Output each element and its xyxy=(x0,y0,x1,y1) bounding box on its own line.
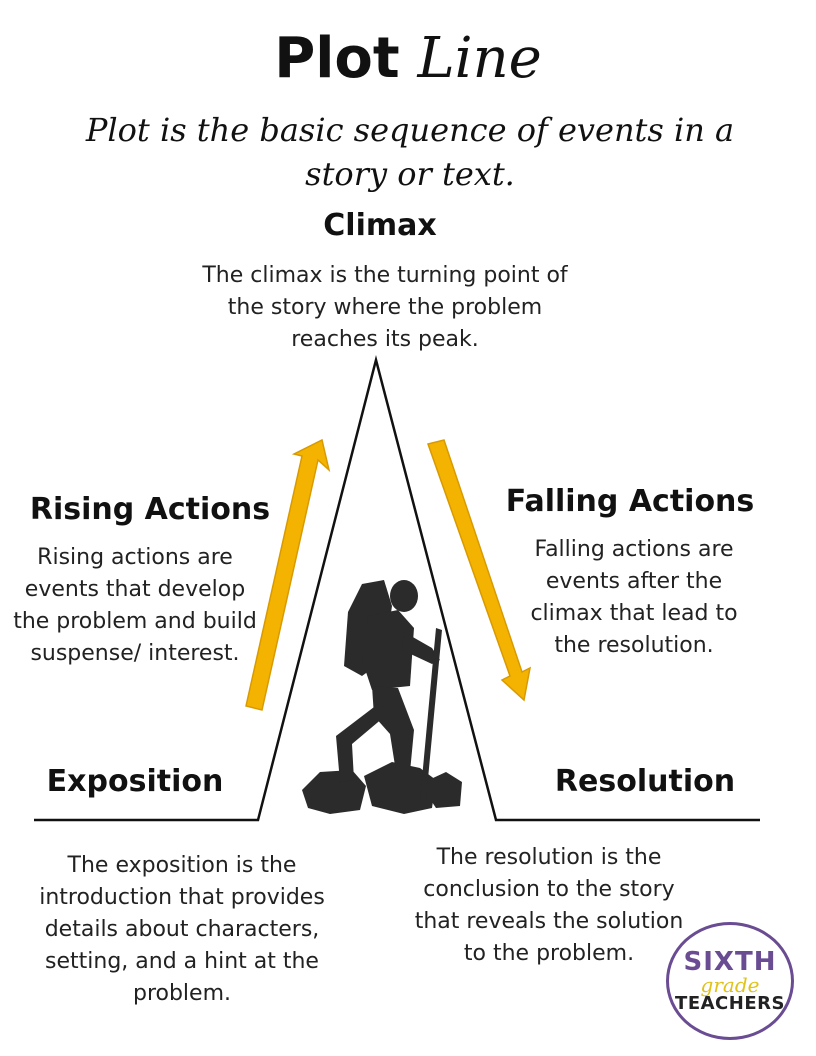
title-bold: Plot xyxy=(274,26,400,91)
rising-arrow-icon xyxy=(245,438,331,711)
logo-line1: SIXTH xyxy=(683,947,777,977)
page-title: Plot Line xyxy=(0,24,816,94)
resolution-description: The resolution is the conclusion to the … xyxy=(414,845,684,966)
plot-line xyxy=(34,355,760,822)
logo-line3: TEACHERS xyxy=(675,993,785,1014)
exposition-heading: Exposition xyxy=(46,764,224,799)
exposition-description: The exposition is the introduction that … xyxy=(39,853,325,1006)
resolution-heading: Resolution xyxy=(554,764,736,799)
falling-actions-description: Falling actions are events after the cli… xyxy=(530,537,738,658)
logo-line2: grade xyxy=(700,973,760,997)
subtitle: Plot is the basic sequence of events in … xyxy=(85,111,735,193)
sixth-grade-teachers-logo: SIXTH grade TEACHERS xyxy=(666,922,794,1040)
falling-actions-heading: Falling Actions xyxy=(505,484,755,519)
title-light: Line xyxy=(417,26,542,91)
climax-description: The climax is the turning point of the s… xyxy=(202,263,568,352)
rising-actions-description: Rising actions are events that develop t… xyxy=(13,545,257,666)
falling-arrow-icon xyxy=(427,439,532,702)
hiker-silhouette-icon xyxy=(302,580,462,814)
climax-heading: Climax xyxy=(323,208,437,243)
rising-actions-heading: Rising Actions xyxy=(29,492,271,527)
